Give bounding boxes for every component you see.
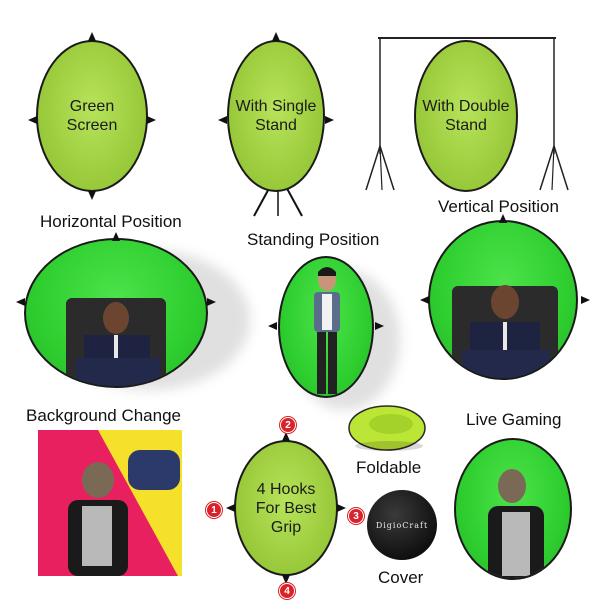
standing-hooks-icon — [268, 322, 384, 330]
hooks-panel: 4 Hooks For Best Grip — [234, 440, 338, 576]
seated-man-photo — [66, 298, 166, 386]
hook-number-1-badge: 1 — [206, 502, 222, 518]
live-gaming-label: Live Gaming — [466, 410, 562, 429]
double-stand-icon — [365, 37, 569, 191]
hooks-panel-hooks-icon — [226, 432, 346, 584]
standing-man-photo — [314, 267, 340, 394]
standing-green-screen — [278, 256, 374, 398]
background-change-label: Background Change — [26, 406, 182, 425]
gamer-photo — [488, 469, 544, 578]
cover-bag-image: DigioCraft — [367, 490, 437, 560]
gamer-collage — [38, 430, 182, 576]
horizontal-hooks-icon — [16, 232, 216, 306]
cover-label: Cover — [378, 568, 424, 587]
double-stand-text: With Double Stand — [422, 98, 510, 134]
standing-position-label: Standing Position — [247, 230, 380, 249]
vertical-hooks-icon — [420, 214, 590, 304]
double-stand-panel: With Double Stand — [414, 40, 518, 192]
foldable-label: Foldable — [356, 458, 422, 477]
horizontal-position-label: Horizontal Position — [40, 212, 182, 231]
hook-number-4-badge: 4 — [279, 583, 295, 599]
hooks-text: 4 Hooks For Best Grip — [255, 480, 317, 536]
cover-brand-text: DigioCraft — [375, 520, 429, 530]
live-gaming-green-screen — [454, 438, 572, 580]
horizontal-green-screen — [24, 238, 208, 388]
hook-number-2-badge: 2 — [280, 417, 296, 433]
single-stand-text: With Single Stand — [235, 98, 317, 134]
vertical-position-label: Vertical Position — [438, 197, 559, 216]
single-stand-hooks-icon — [218, 32, 334, 124]
green-screen-hooks-icon — [28, 32, 156, 200]
folded-screen-image — [348, 405, 426, 451]
hook-number-3-badge: 3 — [348, 508, 364, 524]
seated-man-photo-vertical — [452, 285, 558, 378]
green-screen-text: Green Screen — [66, 98, 118, 134]
single-stand-panel: With Single Stand — [227, 40, 325, 192]
background-change-image — [38, 430, 182, 576]
green-screen-panel: Green Screen — [36, 40, 148, 192]
